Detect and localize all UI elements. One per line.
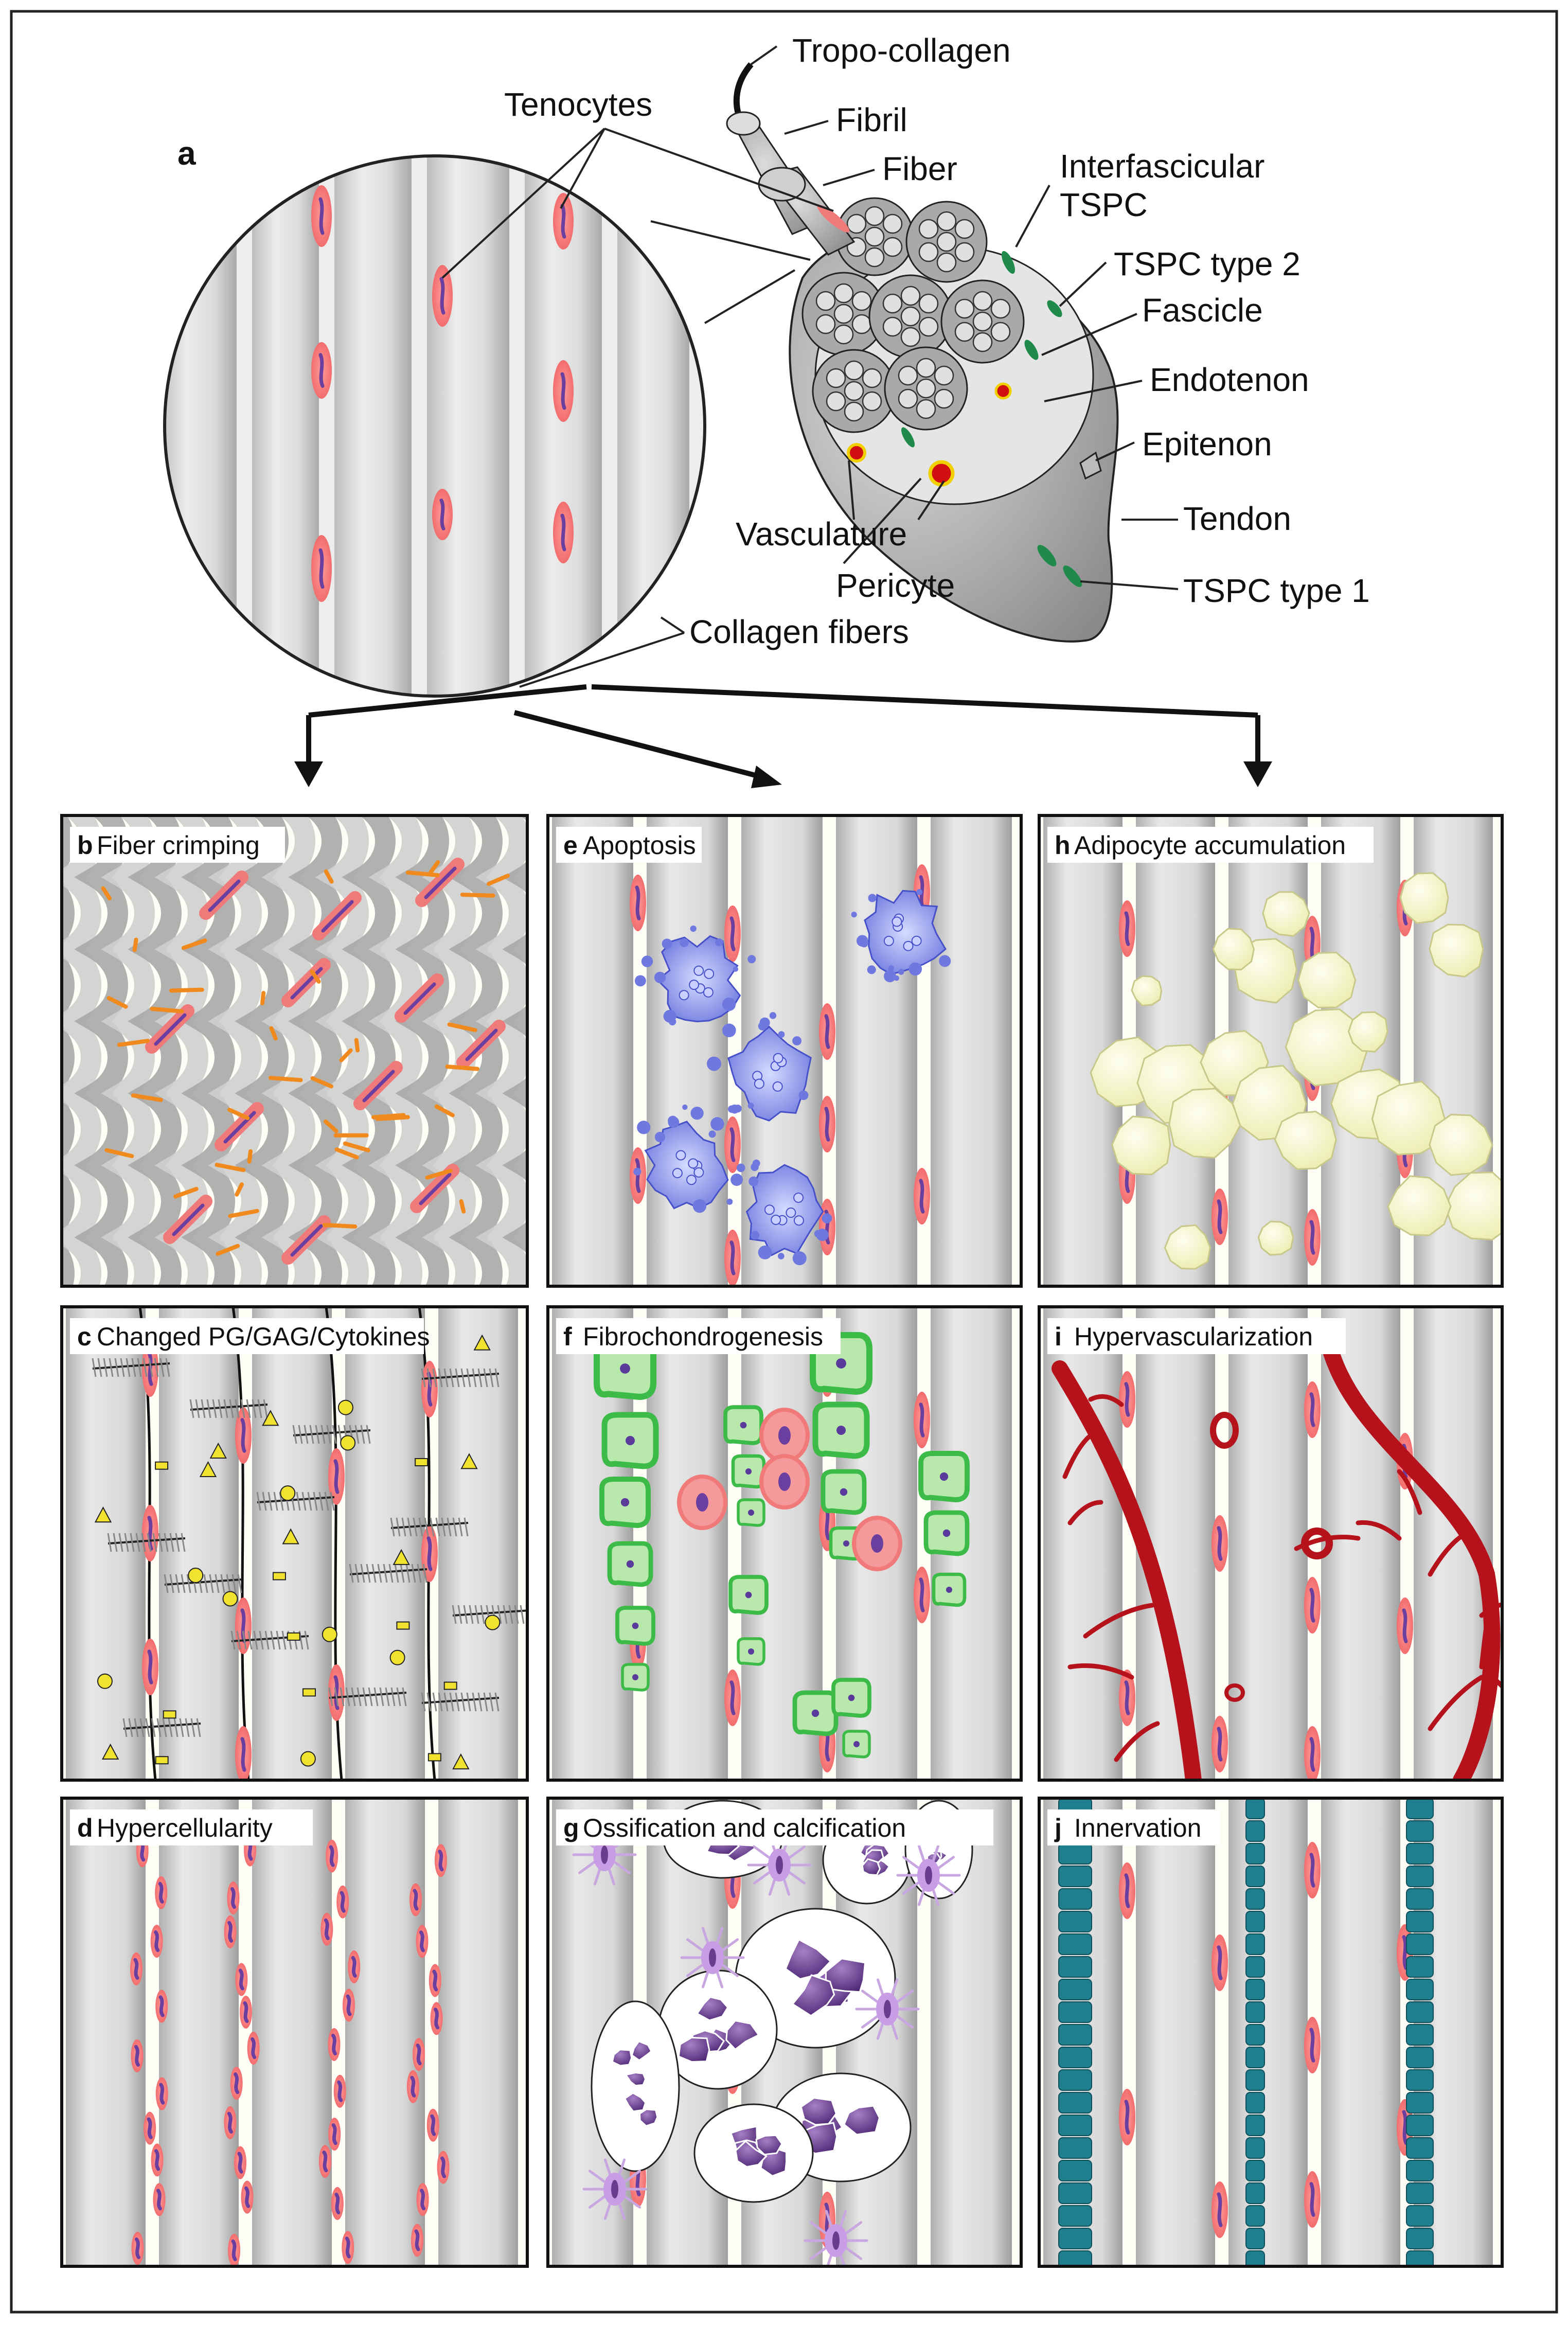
label-epitenon: Epitenon (1142, 425, 1272, 463)
panel-c-letter: c (77, 1322, 92, 1351)
panel-j: j Innervation (1039, 1798, 1502, 2271)
panel-c-title: Changed PG/GAG/Cytokines (97, 1322, 430, 1351)
label-tendon: Tendon (1183, 500, 1291, 537)
panel-d-letter: d (77, 1814, 93, 1842)
panel-i: i Hypervascularization (1039, 1307, 1523, 1783)
label-interfascicular: Interfascicular (1060, 148, 1264, 185)
panel-b-letter: b (77, 831, 93, 860)
label-endotenon: Endotenon (1150, 361, 1309, 398)
panel-a-letter: a (177, 135, 196, 172)
panel-d-title: Hypercellularity (97, 1814, 273, 1842)
label-fascicle: Fascicle (1142, 292, 1263, 329)
panel-b-title: Fiber crimping (97, 831, 260, 860)
panel-e-letter: e (563, 831, 578, 860)
label-pericyte: Pericyte (836, 567, 955, 604)
panel-f-title: Fibrochondrogenesis (583, 1322, 823, 1351)
label-tspc-type-1: TSPC type 1 (1183, 572, 1370, 609)
label-tspc-type-2: TSPC type 2 (1114, 245, 1300, 282)
panel-j-letter: j (1054, 1814, 1062, 1842)
label-collagen-fibers: Collagen fibers (689, 613, 909, 650)
panel-g-letter: g (563, 1814, 579, 1842)
panel-g-title: Ossification and calcification (583, 1814, 906, 1842)
label-interfascicular-tspc: TSPC (1060, 186, 1148, 223)
panel-h-title: Adipocyte accumulation (1074, 831, 1346, 860)
label-fibril: Fibril (836, 101, 907, 138)
panel-i-title: Hypervascularization (1074, 1322, 1313, 1351)
panel-h-letter: h (1055, 831, 1071, 860)
panel-f: f Fibrochondrogenesis (548, 1307, 1021, 1780)
panel-f-letter: f (563, 1322, 572, 1351)
label-vasculature: Vasculature (736, 516, 907, 553)
label-fiber: Fiber (882, 150, 957, 187)
panel-j-title: Innervation (1074, 1814, 1201, 1842)
panel-e-title: Apoptosis (583, 831, 696, 860)
label-tenocytes: Tenocytes (504, 86, 652, 123)
panel-i-letter: i (1055, 1322, 1062, 1351)
label-tropo-collagen: Tropo-collagen (792, 32, 1011, 69)
